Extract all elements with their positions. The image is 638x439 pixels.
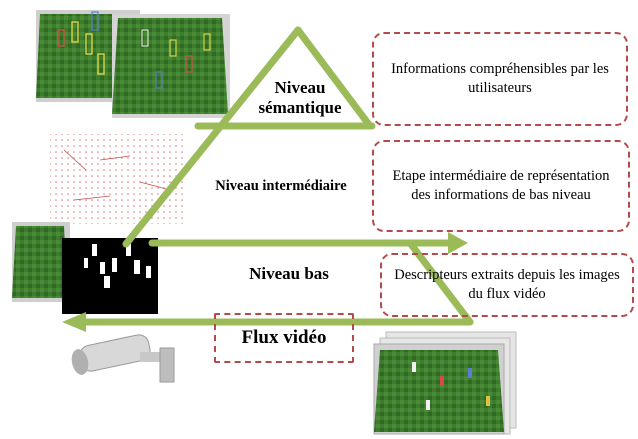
video-stream-label: Flux vidéo [214,313,354,363]
surveillance-camera-icon [71,334,175,383]
level-label-semantic: Niveau sémantique [258,78,342,117]
level-label-intermediate: Niveau intermédiaire [215,178,347,194]
crowd-detection-image [112,14,230,118]
level-label-low: Niveau bas [249,264,329,283]
low-description-note: Descripteurs extraits depuis les images … [380,253,634,317]
foreground-mask-image [62,238,158,314]
semantic-description-note: Informations compréhensibles par les uti… [372,32,628,126]
crowd-detection-image [12,222,70,302]
video-frames-stack [373,331,517,435]
intermediate-description-note: Etape intermédiaire de représentation de… [372,140,630,232]
feature-grid-image [50,134,184,224]
pyramid-outline [76,26,474,326]
arrow-head [62,232,468,332]
